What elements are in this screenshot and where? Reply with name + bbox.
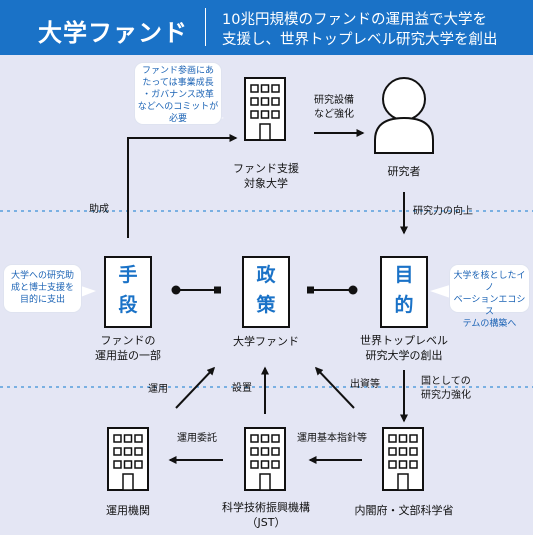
policy-box: 政 策: [242, 256, 290, 328]
edge-research-equipment-line2: など強化: [314, 109, 354, 120]
goal-line2: 研究大学の創出: [365, 349, 443, 362]
edge-operation: 運用: [148, 384, 168, 395]
header-divider: [205, 8, 206, 46]
building-icon: [382, 427, 424, 491]
header-subtitle-line2: 支援し、世界トップレベル研究大学を創出: [222, 32, 498, 48]
goal-line1: 世界トップレベル: [360, 334, 448, 347]
callout-right-line: ベーションエコシス: [453, 295, 526, 317]
jst-line1: 科学技術振興機構: [222, 501, 310, 514]
goal-glyph1: 目: [394, 264, 414, 286]
edge-research-equipment: 研究設備 など強化: [314, 94, 354, 122]
means-glyph1: 手: [118, 264, 138, 286]
callout-right-line: 大学を核としたイノ: [453, 271, 526, 293]
header-subtitle-line1: 10兆円規模のファンドの運用益で大学を: [222, 12, 487, 28]
callout-top-line: たっては事業成長: [142, 78, 214, 88]
person-icon: [374, 77, 434, 154]
cabinet-label: 内閣府・文部科学省: [354, 504, 454, 517]
fund-university-line2: 対象大学: [244, 177, 288, 190]
callout-right-pointer: [430, 284, 453, 299]
callout-left-pointer: [78, 285, 96, 298]
arrow-operation: [175, 366, 216, 409]
asset-manager-label: 運用機関: [106, 504, 150, 517]
callout-left-line: 大学への研究助: [10, 271, 74, 281]
jst-line2: （JST）: [246, 516, 286, 529]
means-box: 手 段: [104, 256, 152, 328]
fund-university-label: ファンド支援 対象大学: [215, 161, 317, 191]
edge-support: 助成: [89, 204, 109, 215]
goal-box: 目 的: [380, 256, 428, 328]
callout-right: 大学を核としたイノ ベーションエコシス テムの構築へ: [450, 265, 529, 329]
means-label: ファンドの 運用益の一部: [78, 333, 178, 363]
callout-left-line: 目的に支出: [19, 295, 65, 305]
means-line2: 運用益の一部: [95, 349, 161, 362]
edge-national-line1: 国としての: [421, 376, 471, 387]
policy-glyph2: 策: [256, 294, 276, 316]
edge-entrust: 運用委託: [177, 433, 217, 444]
edge-establish: 設置: [232, 383, 252, 394]
callout-left: 大学への研究助 成と博士支援を 目的に支出: [4, 265, 81, 312]
callout-right-line: テムの構築へ: [462, 319, 517, 329]
policy-label: 大学ファンド: [233, 335, 299, 348]
edge-research-power: 研究力の向上: [413, 206, 473, 217]
goal-glyph2: 的: [394, 294, 414, 316]
callout-top-line: ・ガバナンス改革: [142, 90, 214, 100]
means-glyph2: 段: [118, 294, 138, 316]
callout-top-line: ファンド参画にあ: [141, 66, 214, 76]
header-banner: 大学ファンド 10兆円規模のファンドの運用益で大学を 支援し、世界トップレベル研…: [0, 0, 533, 55]
fund-university-line1: ファンド支援: [233, 162, 299, 175]
building-icon: [107, 427, 149, 491]
callout-left-line: 成と博士支援を: [10, 283, 74, 293]
arrow-investment: [314, 366, 355, 409]
edge-guidelines: 運用基本指針等: [297, 433, 367, 444]
building-icon: [244, 427, 286, 491]
callout-top: ファンド参画にあ たっては事業成長 ・ガバナンス改革 などへのコミットが 必要: [135, 63, 221, 124]
callout-top-line: 必要: [168, 114, 187, 124]
edge-national-line2: 研究力強化: [421, 390, 471, 401]
building-icon: [244, 77, 286, 141]
arrow-support: [127, 134, 238, 238]
header-title: 大学ファンド: [38, 19, 188, 47]
policy-glyph1: 政: [256, 264, 276, 286]
jst-label: 科学技術振興機構 （JST）: [205, 500, 327, 530]
callout-top-line: などへのコミットが: [137, 102, 219, 112]
edge-research-equipment-line1: 研究設備: [314, 95, 354, 106]
researcher-label: 研究者: [387, 165, 421, 178]
goal-label: 世界トップレベル 研究大学の創出: [344, 333, 464, 363]
edge-investment: 出資等: [350, 379, 380, 390]
means-line1: ファンドの: [100, 334, 156, 347]
